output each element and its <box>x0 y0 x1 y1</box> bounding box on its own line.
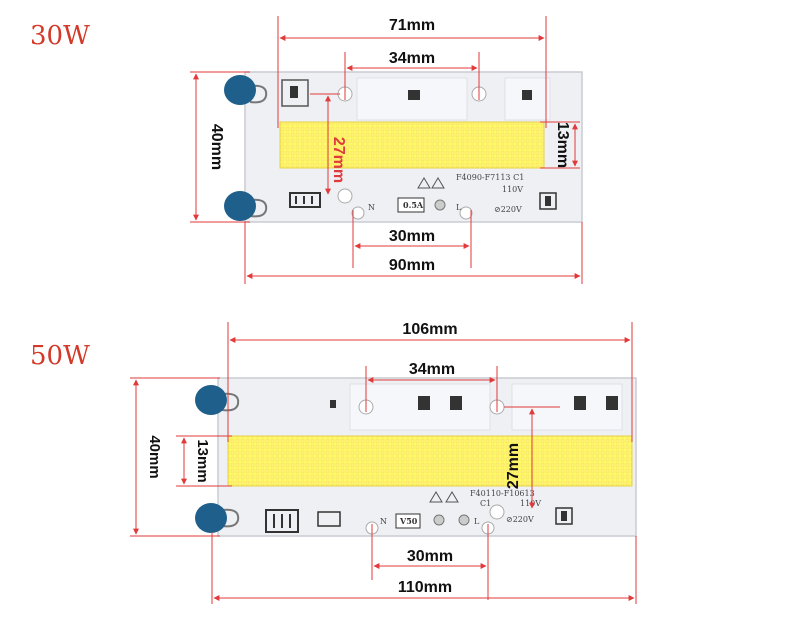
led-strip <box>227 435 633 487</box>
module-50w: 50W V50 N L F40110-F10613 C1 <box>30 321 637 604</box>
solder-pad <box>433 514 445 526</box>
varistor <box>224 191 268 221</box>
part-number: F4090-F7113 C1 <box>456 173 524 182</box>
component-chip <box>450 396 462 410</box>
warning-symbol <box>417 177 431 189</box>
dim-terminal-spacing-30w: 30mm <box>389 228 435 245</box>
warning-symbol <box>431 177 445 189</box>
led-strip <box>279 121 545 169</box>
terminal-hole-n <box>351 206 365 220</box>
module-title-30w: 30W <box>30 21 90 51</box>
varistor <box>224 75 268 105</box>
fuse-label: 0.5A <box>403 200 424 210</box>
mounting-hole <box>489 504 505 520</box>
label-n: N <box>380 517 387 526</box>
component-chip <box>290 86 298 98</box>
label-220v: ⊘220V <box>506 515 534 524</box>
component-chip <box>330 400 336 408</box>
varistor <box>195 385 240 415</box>
label-l: L <box>456 203 462 212</box>
label-n: N <box>368 203 375 212</box>
fuse <box>395 513 421 529</box>
dim-width-50w: 40mm <box>146 435 163 478</box>
component-chip <box>522 90 532 100</box>
terminal-hole-l <box>459 206 473 220</box>
dim-terminal-spacing-50w: 30mm <box>407 548 453 565</box>
dim-total-length-50w: 110mm <box>398 579 452 596</box>
component-resistor <box>317 511 341 527</box>
warning-symbol <box>445 491 459 503</box>
label-110v: 110V <box>502 185 523 194</box>
component-ic <box>281 79 309 107</box>
dim-led-gap-30w: 27mm <box>330 137 347 183</box>
dim-hole-spacing-50w: 34mm <box>409 361 455 378</box>
dim-width-30w: 40mm <box>208 124 225 170</box>
label-l: L <box>474 517 480 526</box>
component-chip <box>418 396 430 410</box>
component-chip <box>408 90 420 100</box>
component-chip <box>606 396 618 410</box>
label-220v: ⊘220V <box>494 205 522 214</box>
component-rectifier <box>265 509 299 533</box>
dim-led-height-50w: 13mm <box>194 439 211 482</box>
solder-pad <box>434 199 446 211</box>
mounting-hole <box>337 188 353 204</box>
module-30w: 30W 0.5A N L F4090-F7113 C1 110V ⊘220V <box>30 16 583 284</box>
component-ic <box>555 507 573 525</box>
warning-symbol <box>429 491 443 503</box>
dim-led-height-30w: 13mm <box>554 122 571 168</box>
dim-total-length-30w: 90mm <box>389 257 435 274</box>
part-number: F40110-F10613 <box>470 489 535 498</box>
module-title-50w: 50W <box>30 341 90 371</box>
solder-pad <box>458 514 470 526</box>
label-110v: 110V <box>520 499 541 508</box>
dim-led-gap-50w: 27mm <box>505 443 522 489</box>
varistor <box>195 503 240 533</box>
dim-hole-spacing-30w: 34mm <box>389 50 435 67</box>
fuse-label: V50 <box>399 516 418 526</box>
component-ic <box>539 192 557 210</box>
dim-length-50w: 106mm <box>402 321 457 338</box>
part-revision: C1 <box>480 499 491 508</box>
fuse <box>397 197 425 213</box>
component-rectifier <box>289 192 321 208</box>
dim-length-30w: 71mm <box>389 17 435 34</box>
component-chip <box>574 396 586 410</box>
